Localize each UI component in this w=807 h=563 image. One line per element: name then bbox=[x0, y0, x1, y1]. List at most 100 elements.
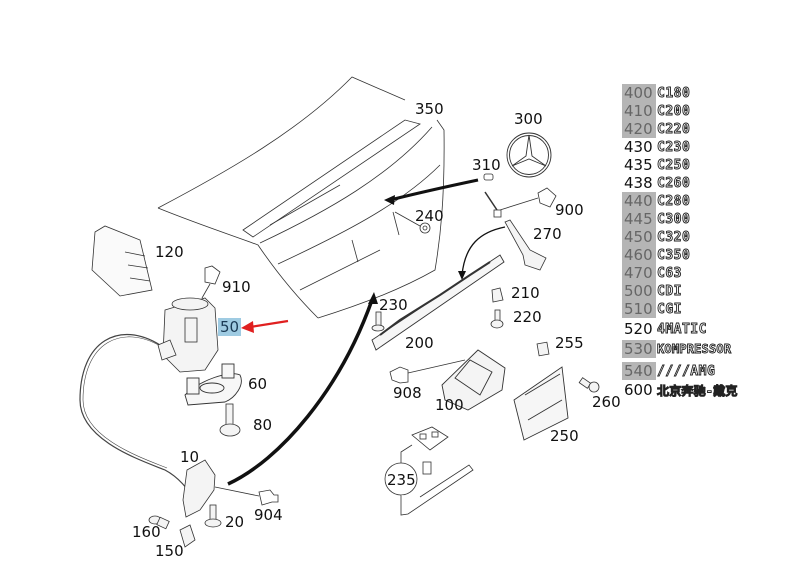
model-badge-icon: C320 bbox=[657, 229, 691, 245]
callout-150[interactable]: 150 bbox=[155, 542, 184, 560]
assembly-arrows bbox=[227, 178, 506, 486]
callout-350[interactable]: 350 bbox=[415, 100, 444, 118]
callout-910[interactable]: 910 bbox=[222, 278, 251, 296]
model-badge-icon: CDI bbox=[657, 283, 682, 299]
part-120-bracket bbox=[91, 225, 153, 297]
part-150-clip bbox=[179, 524, 196, 548]
callout-310[interactable]: 310 bbox=[472, 156, 501, 174]
model-badge-icon: 北京奔驰-戴克 bbox=[657, 383, 738, 398]
model-badge-icon: C250 bbox=[657, 157, 691, 173]
legend-number: 410 bbox=[622, 102, 656, 120]
model-badge-icon: 4MATIC bbox=[657, 321, 707, 337]
legend-item[interactable]: 600 北京奔驰-戴克 bbox=[622, 381, 738, 399]
callout-255[interactable]: 255 bbox=[555, 334, 584, 352]
part-240-grommet bbox=[394, 211, 431, 234]
part-160-bolt bbox=[148, 515, 170, 530]
highlight-arrow bbox=[241, 319, 289, 333]
part-210-nut bbox=[491, 287, 504, 303]
legend-number: 430 bbox=[624, 138, 653, 156]
callout-908[interactable]: 908 bbox=[393, 384, 422, 402]
callout-235[interactable]: 235 bbox=[387, 471, 416, 489]
callout-100[interactable]: 100 bbox=[435, 396, 464, 414]
release-cable bbox=[79, 333, 196, 501]
part-904-connector bbox=[214, 486, 279, 506]
part-910-connector bbox=[201, 265, 221, 299]
model-badge-icon: ////AMG bbox=[657, 363, 716, 379]
model-badge-icon: C230 bbox=[657, 139, 691, 155]
callout-210[interactable]: 210 bbox=[511, 284, 540, 302]
legend-number: 440 bbox=[622, 192, 656, 210]
callout-220[interactable]: 220 bbox=[513, 308, 542, 326]
callout-80[interactable]: 80 bbox=[253, 416, 273, 434]
callout-300[interactable]: 300 bbox=[514, 110, 543, 128]
callout-230[interactable]: 230 bbox=[379, 296, 408, 314]
model-badge-icon: C220 bbox=[657, 121, 691, 137]
part-230-screw bbox=[371, 311, 385, 332]
legend-number: 530 bbox=[622, 340, 656, 358]
part-60-housing bbox=[184, 363, 242, 406]
model-badge-icon: C260 bbox=[657, 175, 691, 191]
legend-number: 520 bbox=[624, 320, 653, 338]
model-badge-icon: C300 bbox=[657, 211, 691, 227]
part-260-screw bbox=[578, 377, 600, 393]
part-270-camera bbox=[504, 219, 547, 271]
legend-number: 400 bbox=[622, 84, 656, 102]
callout-900[interactable]: 900 bbox=[555, 201, 584, 219]
trunk-lid bbox=[157, 76, 445, 319]
legend-number: 510 bbox=[622, 300, 656, 318]
legend-item[interactable]: 540////AMG bbox=[622, 362, 715, 380]
legend-number: 600 bbox=[624, 381, 653, 399]
legend-number: 460 bbox=[622, 246, 656, 264]
callout-270[interactable]: 270 bbox=[533, 225, 562, 243]
star-emblem bbox=[506, 132, 552, 178]
callout-20[interactable]: 20 bbox=[225, 513, 245, 531]
part-10-latch bbox=[182, 459, 216, 518]
model-badge-icon: C63 bbox=[657, 265, 682, 281]
part-80-screw bbox=[219, 403, 241, 437]
callout-200[interactable]: 200 bbox=[405, 334, 434, 352]
callout-260[interactable]: 260 bbox=[592, 393, 621, 411]
part-255-clip bbox=[536, 341, 550, 357]
callout-250[interactable]: 250 bbox=[550, 427, 579, 445]
legend-number: 435 bbox=[624, 156, 653, 174]
legend-number: 470 bbox=[622, 264, 656, 282]
part-50-lock-cylinder bbox=[157, 297, 219, 373]
callout-10[interactable]: 10 bbox=[180, 448, 200, 466]
model-badge-icon: C280 bbox=[657, 193, 691, 209]
part-250-plate bbox=[513, 366, 569, 441]
callout-160[interactable]: 160 bbox=[132, 523, 161, 541]
legend-number: 445 bbox=[622, 210, 656, 228]
model-badge-icon: C350 bbox=[657, 247, 691, 263]
model-badge-icon: C180 bbox=[657, 85, 691, 101]
legend-number: 438 bbox=[624, 174, 653, 192]
part-100-lamp bbox=[441, 349, 506, 411]
part-220-screw bbox=[490, 309, 504, 329]
model-badge-icon: C200 bbox=[657, 103, 691, 119]
callout-120[interactable]: 120 bbox=[155, 243, 184, 261]
callout-50[interactable]: 50 bbox=[218, 318, 242, 336]
model-badge-icon: KOMPRESSOR bbox=[657, 342, 732, 357]
callout-60[interactable]: 60 bbox=[248, 375, 268, 393]
legend-number: 420 bbox=[622, 120, 656, 138]
model-badge-icon: CGI bbox=[657, 301, 682, 317]
part-908-connector bbox=[389, 359, 466, 384]
part-310-clip bbox=[483, 173, 494, 181]
callout-240[interactable]: 240 bbox=[415, 207, 444, 225]
callout-904[interactable]: 904 bbox=[254, 506, 283, 524]
